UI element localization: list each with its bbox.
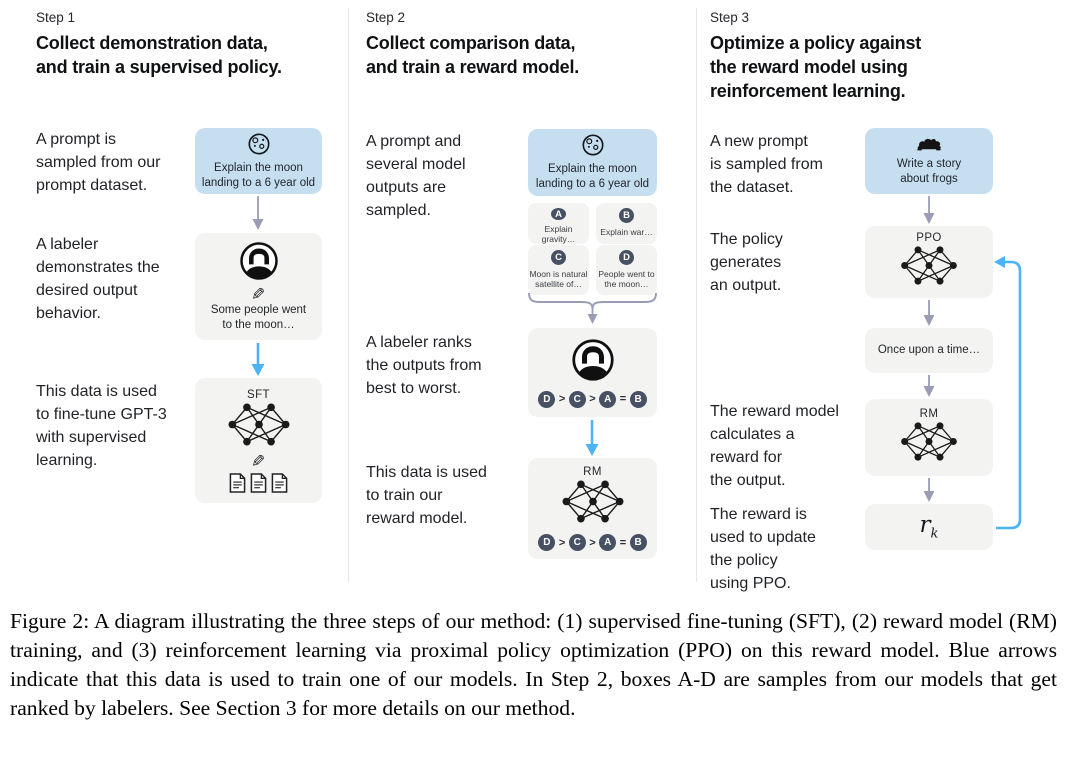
step3-prompt-box: Write a story about frogs xyxy=(865,128,993,194)
pencil-icon: ✎ xyxy=(251,451,266,471)
rank-item: B xyxy=(629,390,647,408)
rm-label: RM xyxy=(919,407,939,420)
step1-title: Collect demonstration data, and train a … xyxy=(36,33,282,77)
rank-item: D xyxy=(538,534,556,551)
document-icon xyxy=(229,472,246,493)
step3-caption-reward: The reward model calculates a reward for… xyxy=(710,403,839,489)
step3-reward-box: rk xyxy=(865,504,993,550)
reward-value: rk xyxy=(919,512,939,542)
column-divider xyxy=(348,8,349,582)
step1-caption-prompt: A prompt is sampled from our prompt data… xyxy=(36,131,161,194)
step3-caption-new-prompt: A new prompt is sampled from the dataset… xyxy=(710,133,823,196)
step3-output-box-text: Once upon a time… xyxy=(877,344,981,356)
step1-caption-labeler: A labeler demonstrates the desired outpu… xyxy=(36,236,160,322)
rank-item: A xyxy=(599,534,617,551)
step2-prompt-box-text: Explain the moon landing to a 6 year old xyxy=(535,163,650,190)
gray-arrow xyxy=(921,478,937,507)
ranking: D > C > A = B xyxy=(538,390,647,408)
step2-caption-sampled: A prompt and several model outputs are s… xyxy=(366,133,466,219)
moon-icon xyxy=(581,133,605,162)
step2-rm-box: RM D > C > A = B xyxy=(528,458,657,559)
option-key-badge: C xyxy=(551,250,566,265)
gray-arrow xyxy=(921,375,937,402)
step2-caption-train: This data is used to train our reward mo… xyxy=(366,464,487,527)
pencil-icon: ✎ xyxy=(251,284,266,304)
rank-separator: = xyxy=(619,536,627,549)
rank-separator: > xyxy=(558,536,566,549)
option-box-c: C Moon is natural satellite of… xyxy=(528,245,589,295)
step2-labeler-rank-box: D > C > A = B xyxy=(528,328,657,417)
rank-item: D xyxy=(538,390,556,408)
step2-label: Step 2 xyxy=(366,10,406,25)
step1-prompt-box: Explain the moon landing to a 6 year old xyxy=(195,128,322,194)
rank-item: C xyxy=(568,534,586,551)
step1-sft-box: SFT ✎ xyxy=(195,378,322,503)
step1-label: Step 1 xyxy=(36,10,76,25)
gray-arrow xyxy=(921,196,937,229)
option-box-d: D People went to the moon… xyxy=(596,245,657,295)
option-box-b: B Explain war… xyxy=(596,203,657,244)
option-text: Explain war… xyxy=(600,227,653,237)
ranking: D > C > A = B xyxy=(538,534,647,551)
step3-output-box: Once upon a time… xyxy=(865,328,993,373)
gray-arrow xyxy=(250,196,266,235)
blue-arrow xyxy=(584,420,600,461)
rank-separator: = xyxy=(619,393,627,405)
step3-caption-update: The reward is used to update the policy … xyxy=(710,506,816,592)
option-box-a: A Explain gravity… xyxy=(528,203,589,244)
option-text: Explain gravity… xyxy=(541,224,576,244)
blue-arrow xyxy=(250,343,266,381)
neural-network-icon xyxy=(561,478,625,530)
rank-separator: > xyxy=(558,393,566,405)
rank-item: A xyxy=(599,390,617,408)
column-divider xyxy=(696,8,697,582)
document-icons xyxy=(229,472,288,493)
rank-item: B xyxy=(629,534,647,551)
brace-merge-arrow xyxy=(527,292,658,330)
option-text: People went to the moon… xyxy=(598,269,655,289)
document-icon xyxy=(271,472,288,493)
ppo-label: PPO xyxy=(916,232,942,244)
blue-feedback-loop-arrow xyxy=(993,250,1029,547)
rank-separator: > xyxy=(589,393,596,405)
step1-caption-finetune: This data is used to fine-tune GPT-3 wit… xyxy=(36,383,167,469)
option-key-badge: B xyxy=(619,208,634,223)
step3-rm-box: RM xyxy=(865,399,993,476)
labeler-avatar-icon xyxy=(239,241,279,286)
step2-title: Collect comparison data, and train a rew… xyxy=(366,33,580,77)
neural-network-icon xyxy=(227,401,291,453)
step1-prompt-box-text: Explain the moon landing to a 6 year old xyxy=(201,161,316,189)
step3-ppo-box: PPO xyxy=(865,226,993,298)
figure-caption: Figure 2: A diagram illustrating the thr… xyxy=(10,609,1057,720)
frog-icon xyxy=(916,135,942,157)
step2-prompt-box: Explain the moon landing to a 6 year old xyxy=(528,129,657,196)
option-key-badge: D xyxy=(619,250,634,265)
neural-network-icon xyxy=(900,420,958,468)
labeler-avatar-icon xyxy=(571,338,615,387)
step1-labeler-box: ✎ Some people went to the moon… xyxy=(195,233,322,340)
document-icon xyxy=(250,472,267,493)
step3-caption-policy: The policy generates an output. xyxy=(710,231,783,294)
rm-label: RM xyxy=(583,466,602,478)
option-text: Moon is natural satellite of… xyxy=(529,269,588,289)
gray-arrow xyxy=(921,300,937,331)
rank-separator: > xyxy=(589,536,596,549)
sft-label: SFT xyxy=(247,388,270,401)
rank-item: C xyxy=(568,390,586,408)
step3-title: Optimize a policy against the reward mod… xyxy=(710,33,922,101)
moon-icon xyxy=(247,132,271,161)
step1-labeler-box-text: Some people went to the moon… xyxy=(210,303,307,331)
step3-label: Step 3 xyxy=(710,10,750,25)
option-key-badge: A xyxy=(551,208,566,220)
neural-network-icon xyxy=(900,244,958,292)
step3-prompt-box-text: Write a story about frogs xyxy=(896,158,962,185)
step2-caption-ranks: A labeler ranks the outputs from best to… xyxy=(366,334,482,397)
